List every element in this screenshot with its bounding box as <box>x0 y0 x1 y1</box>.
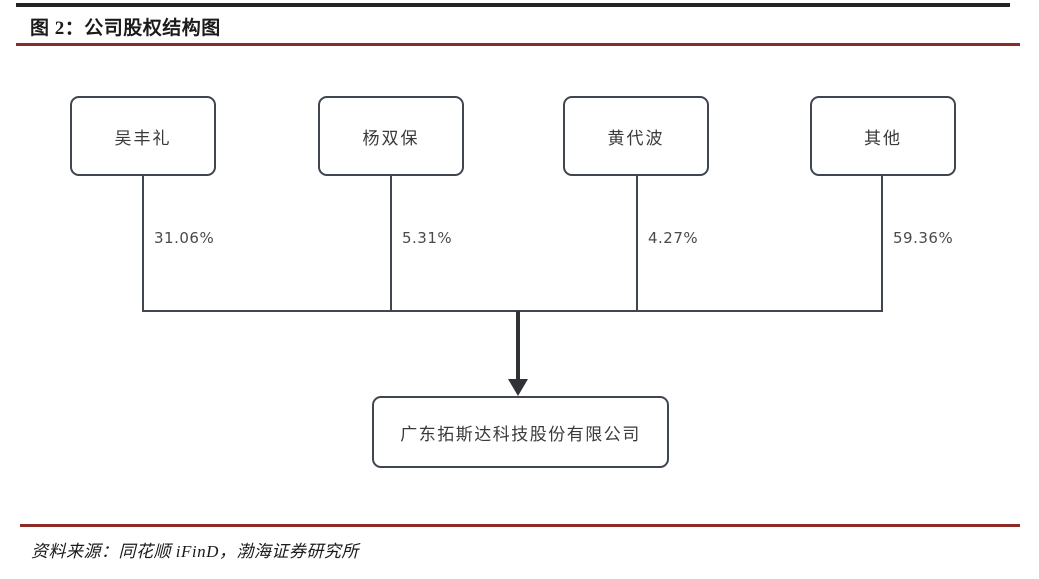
shareholder-name-1: 吴丰礼 <box>114 128 172 148</box>
shareholder-name-4: 其他 <box>864 128 902 148</box>
top-divider-rule <box>16 3 1010 7</box>
stake-label-1: 31.06% <box>154 229 215 247</box>
title-accent-rule <box>16 43 1020 46</box>
connector-line-2 <box>390 176 392 311</box>
shareholder-name-3: 黄代波 <box>607 128 665 148</box>
shareholder-node-1[interactable]: 吴丰礼 <box>70 96 216 176</box>
shareholder-node-3[interactable]: 黄代波 <box>563 96 709 176</box>
connector-line-1 <box>142 176 144 311</box>
arrow-head-icon <box>508 379 528 396</box>
shareholder-node-4[interactable]: 其他 <box>810 96 956 176</box>
stake-label-4: 59.36% <box>893 229 954 247</box>
figure-title: 图 2：公司股权结构图 <box>30 18 221 39</box>
stake-label-3: 4.27% <box>648 229 699 247</box>
connector-line-3 <box>636 176 638 311</box>
footer-accent-rule <box>20 524 1020 527</box>
company-node[interactable]: 广东拓斯达科技股份有限公司 <box>372 396 669 468</box>
stake-label-2: 5.31% <box>402 229 453 247</box>
shareholder-node-2[interactable]: 杨双保 <box>318 96 464 176</box>
connector-bus-line <box>142 310 883 312</box>
company-name: 广东拓斯达科技股份有限公司 <box>400 424 641 444</box>
shareholder-name-2: 杨双保 <box>362 128 420 148</box>
connector-line-4 <box>881 176 883 311</box>
arrow-stem <box>516 311 520 383</box>
source-note: 资料来源：同花顺 iFinD，渤海证券研究所 <box>31 542 359 561</box>
